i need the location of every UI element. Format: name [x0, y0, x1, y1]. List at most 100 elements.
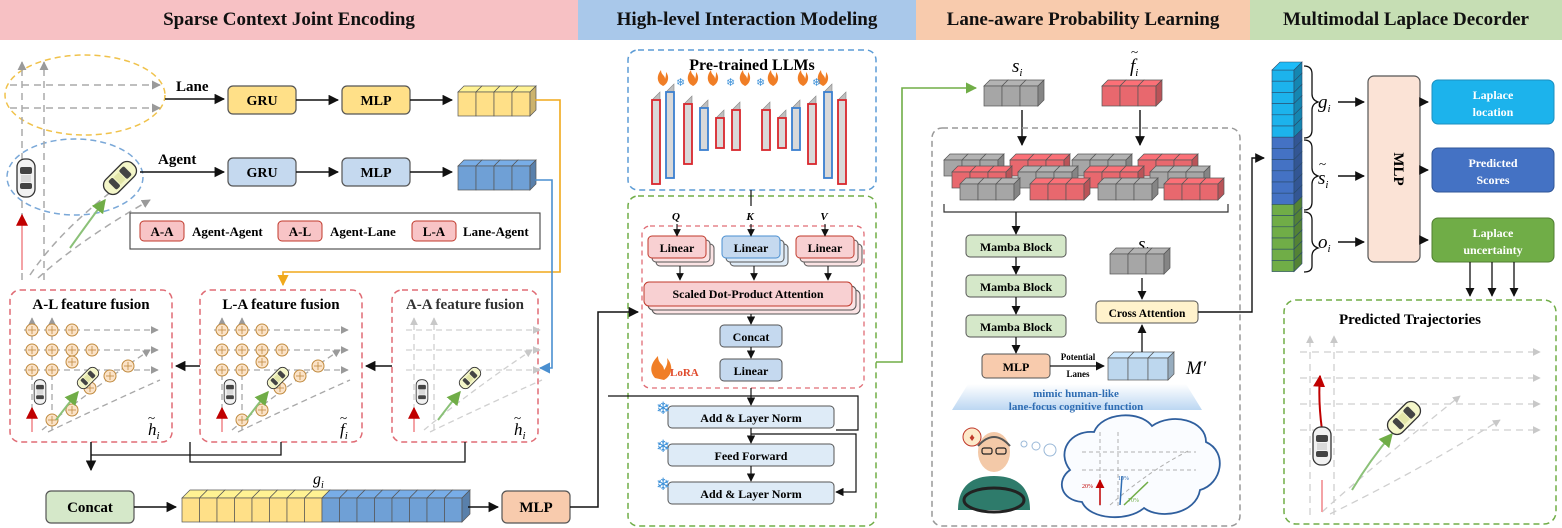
tensor-cell: [457, 91, 477, 117]
svg-text:Scaled Dot-Product Attention: Scaled Dot-Product Attention: [672, 287, 823, 301]
svg-text:location: location: [1473, 105, 1514, 119]
m-prime-label: M′: [1185, 358, 1207, 379]
oi-label-decoder: oi: [1318, 232, 1331, 255]
tensor-cell: [493, 165, 513, 191]
tensor-cell: [251, 497, 270, 523]
add-norm-1: Add & Layer Norm: [667, 405, 835, 429]
mix-cells-2-2: [1097, 177, 1159, 201]
agent-label: Agent: [158, 152, 196, 168]
flame-icon: [817, 70, 829, 86]
tensor-cell: [1137, 85, 1157, 107]
thought-cloud: 20% 10% 70%: [1060, 414, 1221, 519]
svg-text:~: ~: [514, 410, 521, 425]
svg-text:Linear: Linear: [734, 241, 769, 255]
llm-layer-slab: [807, 95, 817, 165]
llm-layer-slab: [837, 91, 847, 185]
svg-text:Laplace: Laplace: [1473, 226, 1514, 240]
si-label-top: si: [1012, 56, 1022, 79]
svg-text:Linear: Linear: [734, 364, 769, 378]
mix-cells-2-0: [959, 177, 1021, 201]
llm-layer-slab: [665, 83, 675, 179]
tensor-cell: [457, 165, 477, 191]
tensor-cell-side: [1151, 177, 1159, 201]
tensor-cell: [1163, 183, 1183, 201]
decoder-cell: [1271, 92, 1295, 104]
mamba-block-1: Mamba Block: [965, 234, 1067, 258]
svg-text:10%: 10%: [1118, 476, 1129, 482]
svg-text:Predicted Trajectories: Predicted Trajectories: [1339, 312, 1481, 328]
gi-label-encoder: gi: [313, 471, 324, 491]
decoder-cell: [1271, 103, 1295, 116]
tensor-cell-side: [1083, 177, 1091, 201]
svg-text:Mamba Block: Mamba Block: [980, 240, 1053, 254]
tensor-cell: [1119, 85, 1139, 107]
mlp-box-decoder: MLP: [1367, 75, 1421, 263]
tensor-cell: [339, 497, 358, 523]
tensor-cell: [1019, 85, 1039, 107]
m-prime-cells: [1107, 351, 1175, 381]
lora-flame-icon: [651, 356, 672, 380]
legend-la-tag: L-A: [423, 224, 446, 239]
tensor-cell: [959, 183, 979, 201]
tensor-cell: [269, 497, 288, 523]
llm-layer-slab: [683, 95, 693, 165]
svg-text:Scores: Scores: [1476, 173, 1509, 187]
tensor-cell: [286, 497, 305, 523]
mlp-lane-box: MLP: [341, 85, 411, 115]
flame-icon: [687, 70, 699, 86]
fi-top-cells: [1101, 79, 1163, 107]
decoder-cell: [1271, 136, 1295, 149]
svg-text:Predicted: Predicted: [1468, 156, 1517, 170]
linear-k: Linear: [721, 235, 789, 267]
mimic-banner: mimic human-like lane-focus cognitive fu…: [952, 384, 1202, 413]
svg-text:A-A feature fusion: A-A feature fusion: [406, 297, 525, 313]
decoder-cell-side: [1293, 251, 1303, 273]
svg-text:~: ~: [1131, 44, 1138, 59]
svg-text:Mamba Block: Mamba Block: [980, 280, 1053, 294]
m-prime-tensor: [1107, 351, 1175, 381]
si-top-cells: [983, 79, 1045, 107]
svg-text:A-L feature fusion: A-L feature fusion: [32, 297, 150, 313]
llm-layer-slab: [731, 101, 741, 151]
mix-cells-2-1: [1029, 177, 1091, 201]
gi-tensor-cells: [181, 489, 471, 523]
decoder-cell: [1271, 148, 1295, 160]
tensor-cell-side: [1037, 79, 1045, 107]
llm-layer-slab: [699, 99, 709, 151]
gru-agent-box: GRU: [227, 157, 297, 187]
svg-text:MLP: MLP: [360, 94, 392, 109]
tensor-cell: [1107, 357, 1129, 381]
tensor-cell: [1199, 183, 1219, 201]
h-tilde-left: hi: [148, 420, 160, 442]
h-tilde-right: hi: [514, 420, 526, 442]
tensor-cell: [475, 165, 495, 191]
svg-text:♦: ♦: [969, 432, 975, 444]
svg-text:Concat: Concat: [67, 500, 113, 516]
tensor-cell: [391, 497, 410, 523]
llm-layer-slab: [715, 109, 725, 149]
concat-box-encoder: Concat: [45, 490, 135, 524]
gi-label-decoder: gi: [1318, 92, 1331, 115]
si-label-decoder: si: [1318, 168, 1328, 191]
mamba-block-2: Mamba Block: [965, 274, 1067, 298]
lane-prob-block: Mamba Block Mamba Block Mamba Block MLP …: [931, 127, 1241, 527]
tensor-cell: [983, 85, 1003, 107]
fusion-scene: [214, 317, 351, 433]
k-label: K: [745, 211, 754, 223]
driver-illustration: ♦: [958, 427, 1057, 514]
gi-feature-tensor: [181, 489, 471, 523]
tensor-cell: [1097, 183, 1117, 201]
svg-text:MLP: MLP: [360, 166, 392, 181]
tensor-cell: [1127, 357, 1149, 381]
llm-layer-slab: [777, 109, 787, 149]
concat-box-llm: Concat: [719, 324, 783, 348]
feed-forward: Feed Forward: [667, 443, 835, 467]
svg-text:Pre-trained LLMs: Pre-trained LLMs: [689, 57, 814, 74]
flame-icon: [657, 70, 669, 86]
tensor-cell: [1115, 183, 1135, 201]
decoder-cell: [1271, 69, 1295, 82]
decoder-cell: [1271, 248, 1295, 261]
aa-fusion-box: A-A feature fusion hi ~: [391, 289, 543, 443]
svg-text:MLP: MLP: [1390, 152, 1406, 185]
relation-legend: A-A Agent-Agent A-L Agent-Lane L-A Lane-…: [129, 212, 541, 250]
